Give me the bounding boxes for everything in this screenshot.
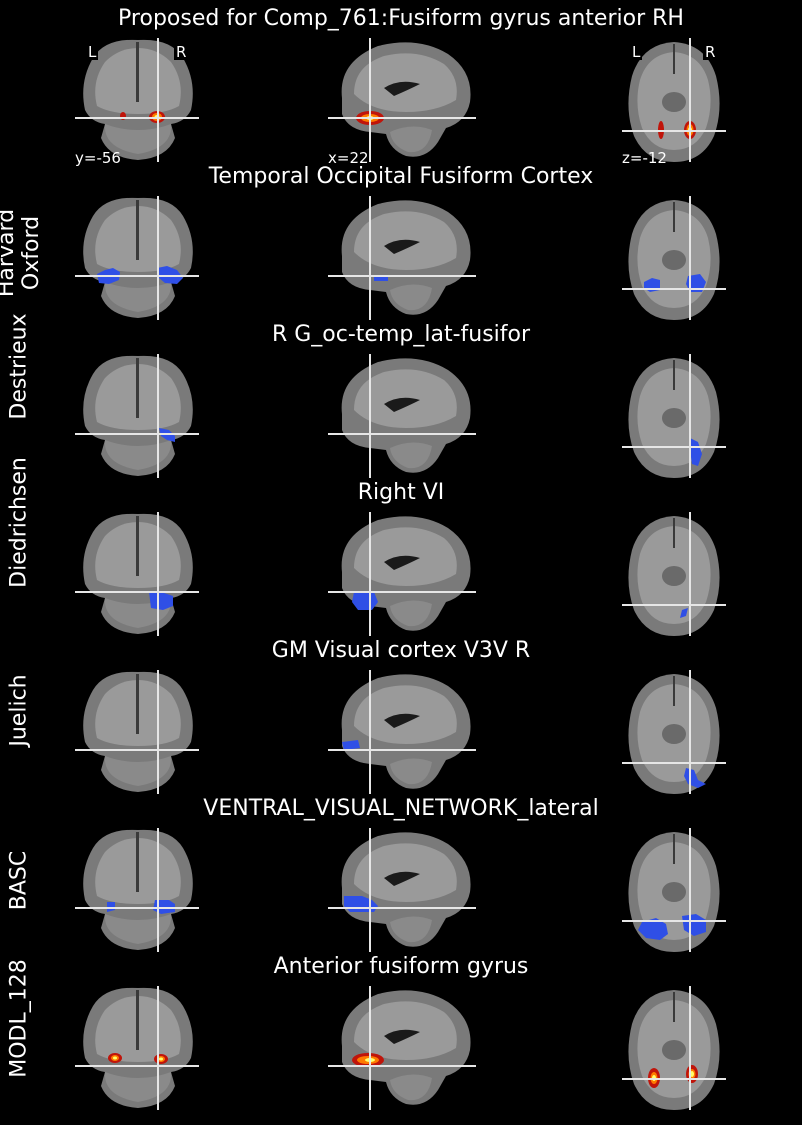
brain-axial-slice	[628, 990, 720, 1110]
row-harvard-oxford: Temporal Occipital Fusiform Cortex Harva…	[0, 164, 802, 324]
coronal-view	[75, 828, 199, 952]
brain-axial-slice	[628, 358, 720, 478]
brain-coronal-slice	[83, 355, 193, 476]
row-diedrichsen: Right VI Diedrichsen	[0, 457, 802, 640]
sagittal-view	[328, 828, 476, 952]
brain-axial-slice	[628, 674, 720, 794]
region-title: Temporal Occipital Fusiform Cortex	[208, 164, 594, 189]
overlay-axial	[680, 608, 688, 618]
sagittal-view	[328, 986, 476, 1110]
brain-sagittal-slice	[341, 358, 471, 473]
row-modl-128: Anterior fusiform gyrus MODL_128	[0, 954, 802, 1114]
coord-coronal: y=-56	[75, 149, 121, 167]
coronal-view	[75, 986, 199, 1110]
brain-sagittal-slice	[341, 516, 471, 631]
overlay-coronal	[149, 592, 173, 610]
brain-sagittal-slice	[341, 200, 471, 315]
overlay-sagittal	[352, 1053, 384, 1067]
coronal-view	[75, 512, 199, 636]
brain-coronal-slice	[83, 513, 193, 634]
brain-sagittal-slice	[341, 674, 471, 789]
axial-view	[622, 986, 726, 1110]
overlay-sagittal	[374, 276, 388, 281]
brain-sagittal-slice	[341, 990, 471, 1105]
overlay-axial	[690, 438, 702, 466]
region-title: VENTRAL_VISUAL_NETWORK_lateral	[203, 796, 599, 821]
orientation-right-axial: R	[703, 43, 718, 61]
coronal-view	[75, 354, 199, 478]
region-title: Anterior fusiform gyrus	[273, 954, 529, 979]
brain-sagittal-slice	[341, 42, 471, 157]
region-title: R G_oc-temp_lat-fusifor	[271, 322, 531, 347]
orientation-right-coronal: R	[174, 43, 189, 61]
coord-axial: z=-12	[622, 149, 667, 167]
row-destrieux: R G_oc-temp_lat-fusifor Destrieux	[0, 313, 802, 482]
overlay-axial	[638, 914, 706, 940]
sagittal-view	[328, 354, 476, 478]
brain-axial-slice	[628, 516, 720, 636]
axial-view	[622, 828, 726, 952]
coord-sagittal: x=22	[328, 149, 369, 167]
sagittal-view	[328, 512, 476, 636]
brain-sagittal-slice	[341, 832, 471, 947]
coronal-view	[75, 38, 199, 162]
axial-view	[622, 196, 726, 320]
brain-coronal-slice	[83, 197, 193, 318]
brain-coronal-slice	[83, 987, 193, 1108]
row-proposed: Proposed for Comp_761:Fusiform gyrus ant…	[0, 6, 802, 167]
atlas-label: Destrieux	[6, 313, 32, 420]
overlay-sagittal	[342, 740, 360, 750]
axial-view	[622, 38, 726, 162]
orientation-left-axial: L	[630, 43, 643, 61]
axial-view	[622, 512, 726, 636]
sagittal-view	[328, 38, 476, 162]
sagittal-view	[328, 196, 476, 320]
atlas-label: BASC	[6, 850, 32, 911]
coronal-view	[75, 670, 199, 794]
brain-coronal-slice	[83, 39, 193, 161]
orientation-left-coronal: L	[86, 43, 99, 61]
atlas-label: Juelich	[6, 674, 32, 747]
region-title: Right VI	[357, 480, 445, 505]
axial-view	[622, 670, 726, 794]
axial-view	[622, 354, 726, 478]
sagittal-view	[328, 670, 476, 794]
row-basc: VENTRAL_VISUAL_NETWORK_lateral BASC	[0, 796, 802, 956]
coronal-view	[75, 196, 199, 320]
atlas-label: MODL_128	[6, 959, 32, 1078]
brain-coronal-slice	[83, 671, 193, 792]
row-juelich: GM Visual cortex V3V R Juelich	[0, 638, 802, 798]
brain-coronal-slice	[83, 829, 193, 950]
atlas-label: Diedrichsen	[6, 457, 32, 588]
brain-axial-slice	[628, 200, 720, 320]
overlay-sagittal	[352, 592, 378, 610]
region-title: GM Visual cortex V3V R	[271, 638, 531, 663]
figure-title: Proposed for Comp_761:Fusiform gyrus ant…	[118, 6, 684, 31]
